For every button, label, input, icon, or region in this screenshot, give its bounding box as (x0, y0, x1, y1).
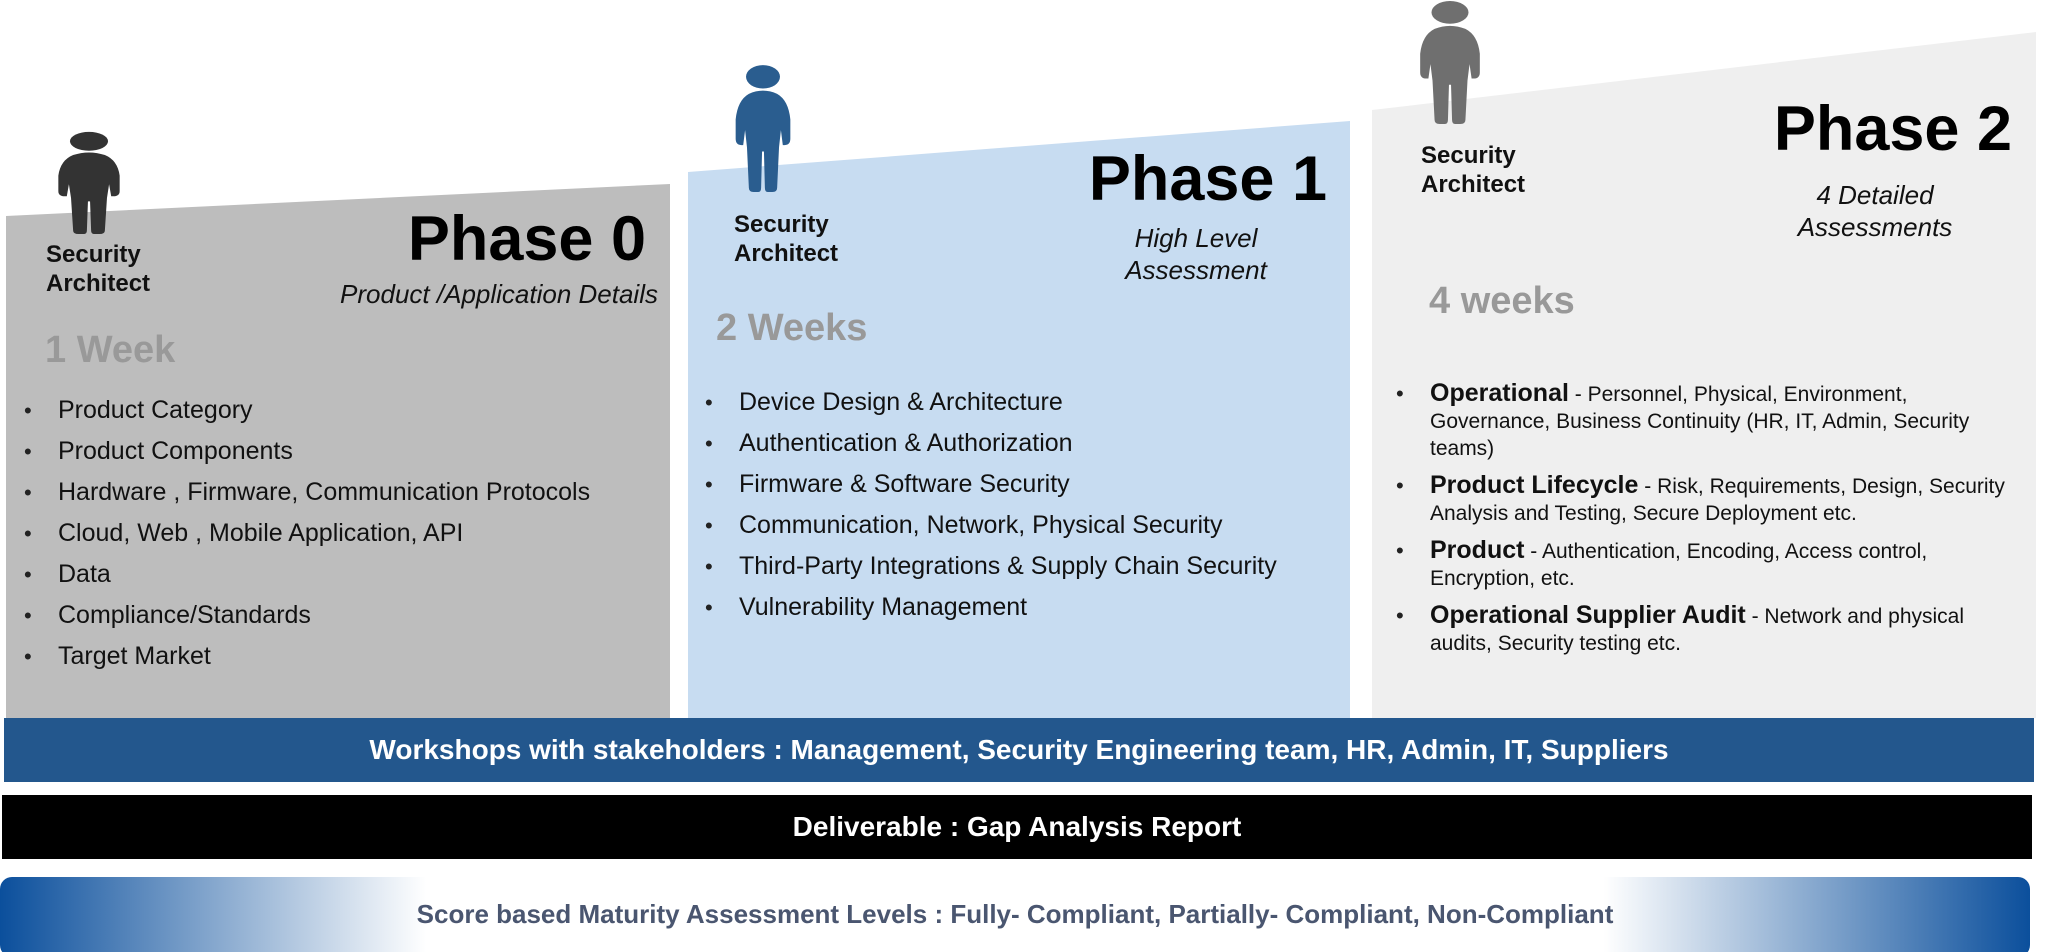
phase-duration: 2 Weeks (716, 307, 868, 349)
phase-title: Phase 2 (1773, 94, 2012, 164)
phase-list-item: Cloud, Web , Mobile Application, API (24, 518, 590, 549)
detail-lead: Product (1430, 536, 1525, 564)
detail-text: - Risk, Requirements, Design, Security A… (1430, 475, 2005, 525)
phase-subtitle: Product /Application Details (340, 279, 658, 309)
phase-title: Phase 1 (1088, 144, 1327, 214)
security-architect-person-icon (52, 131, 126, 239)
detail-text: - Network and physical audits, Security … (1430, 605, 1965, 655)
detail-lead: Operational (1430, 379, 1569, 407)
phase-list-item: Product Category (24, 395, 590, 426)
phase-list-item: Communication, Network, Physical Securit… (705, 510, 1277, 541)
workshops-bar: Workshops with stakeholders : Management… (4, 718, 2034, 782)
security-architect-person-icon (1414, 0, 1486, 129)
phase-item-list: Device Design & ArchitectureAuthenticati… (705, 387, 1277, 633)
detail-text: - Authentication, Encoding, Access contr… (1430, 540, 1928, 590)
phase-list-item: Compliance/Standards (24, 600, 590, 631)
detail-lead: Product Lifecycle (1430, 471, 1639, 499)
detail-lead: Operational Supplier Audit (1430, 601, 1746, 629)
deliverable-bar: Deliverable : Gap Analysis Report (2, 795, 2032, 859)
phase-detail-list: Operational - Personnel, Physical, Envir… (1396, 380, 2016, 667)
phase-duration: 1 Week (45, 329, 176, 371)
phase-title: Phase 0 (407, 204, 646, 274)
phase-detail-item: Operational - Personnel, Physical, Envir… (1396, 380, 2016, 462)
phase-list-item: Target Market (24, 641, 590, 672)
deliverable-text: Deliverable : Gap Analysis Report (792, 811, 1242, 842)
maturity-bar-bg (0, 877, 2030, 952)
phase-list-item: Third-Party Integrations & Supply Chain … (705, 551, 1277, 582)
phase-list-item: Product Components (24, 436, 590, 467)
detail-text: - Personnel, Physical, Environment, Gove… (1430, 383, 1970, 460)
phase-duration: 4 weeks (1429, 280, 1575, 322)
phase-detail-item: Product Lifecycle - Risk, Requirements, … (1396, 472, 2016, 527)
phase-detail-item: Operational Supplier Audit - Network and… (1396, 602, 2016, 657)
workshops-text: Workshops with stakeholders : Management… (369, 734, 1669, 765)
security-architect-person-icon (730, 64, 796, 197)
phase-list-item: Data (24, 559, 590, 590)
phase-list-item: Authentication & Authorization (705, 428, 1277, 459)
phase-list-item: Hardware , Firmware, Communication Proto… (24, 477, 590, 508)
phase-list-item: Vulnerability Management (705, 592, 1277, 623)
phase-detail-item: Product - Authentication, Encoding, Acce… (1396, 537, 2016, 592)
phase-list-item: Firmware & Software Security (705, 469, 1277, 500)
maturity-bar: Score based Maturity Assessment Levels :… (0, 877, 2030, 952)
maturity-text: Score based Maturity Assessment Levels :… (416, 899, 1614, 929)
phase-item-list: Product CategoryProduct ComponentsHardwa… (24, 395, 590, 682)
phase-list-item: Device Design & Architecture (705, 387, 1277, 418)
